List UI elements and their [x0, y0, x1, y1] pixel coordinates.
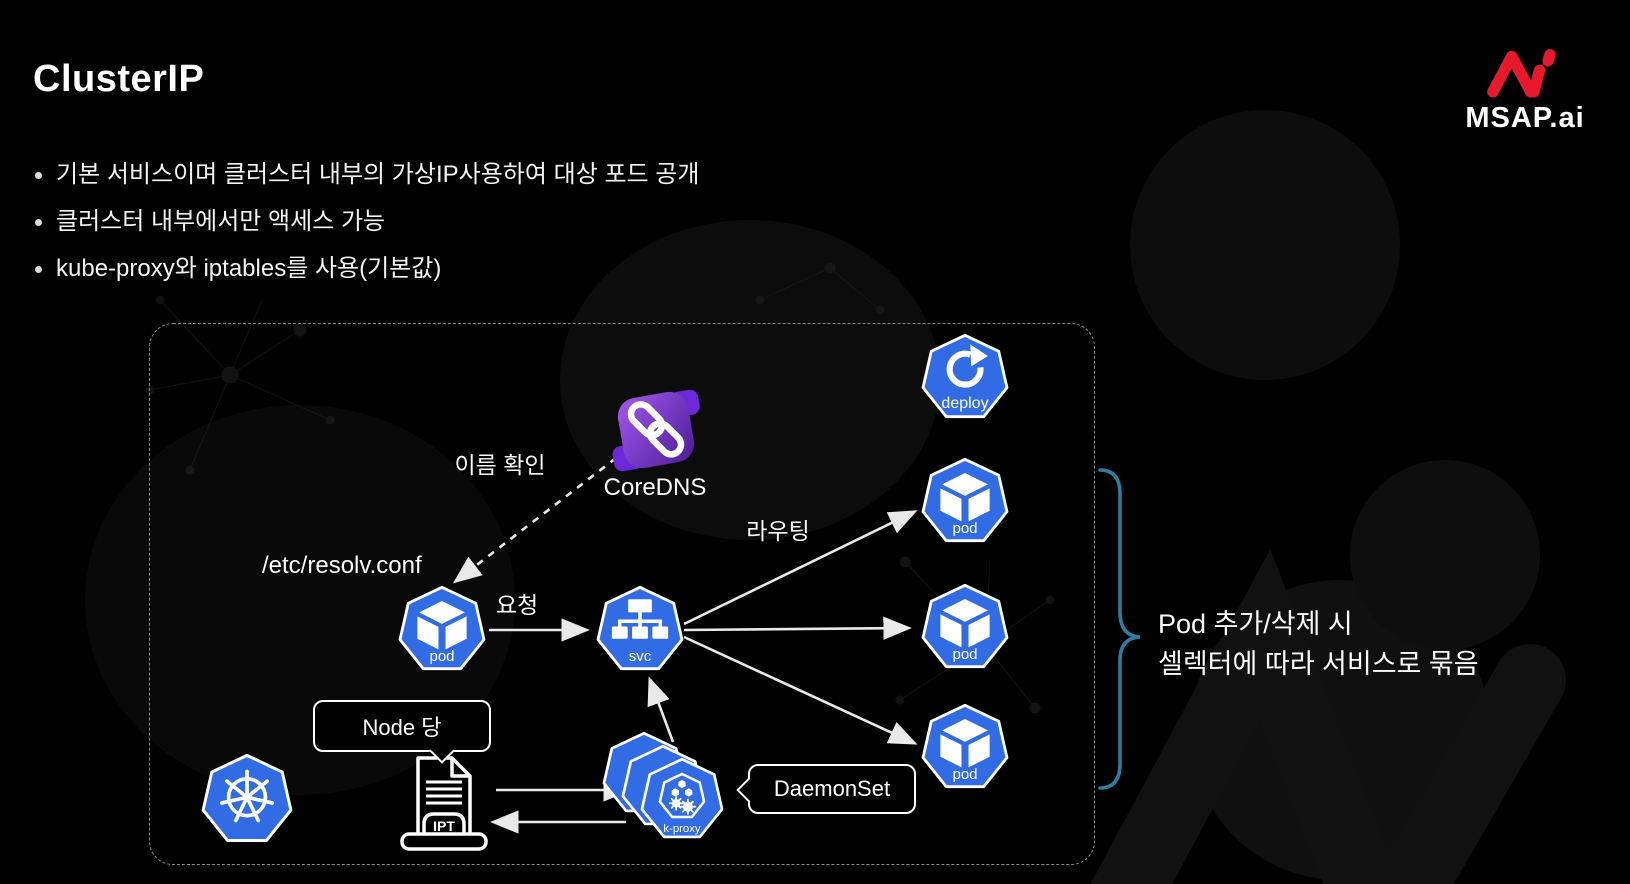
routing-label: 라우팅	[746, 518, 810, 544]
bullet-text: 클러스터 내부에서만 액세스 가능	[56, 208, 386, 235]
pod-label: pod	[952, 520, 978, 537]
kproxy-daemonset-stack: k-proxy	[602, 730, 732, 854]
resolv-conf-label: /etc/resolv.conf	[262, 552, 422, 579]
coredns-label: CoreDNS	[603, 474, 707, 501]
bullet-item: kube-proxy와 iptables를 사용(기본값)	[35, 254, 699, 284]
bullet-item: 클러스터 내부에서만 액세스 가능	[35, 207, 699, 237]
svc-label: svc	[628, 648, 652, 665]
bullet-item: 기본 서비스이며 클러스터 내부의 가상IP사용하여 대상 포드 공개	[35, 160, 699, 190]
pod-selector-annotation: Pod 추가/삭제 시 셀렉터에 따라 서비스로 묶음	[1158, 604, 1479, 684]
bullet-marker	[35, 219, 42, 226]
watermark-logo-shape	[1090, 549, 1566, 884]
coredns-icon	[612, 389, 700, 472]
deploy-label: deploy	[941, 395, 989, 412]
kproxy-label: k-proxy	[663, 823, 700, 835]
pod-node-client: pod	[398, 586, 486, 674]
daemonset-label: DaemonSet	[773, 776, 891, 801]
iptables-document-icon: IPT	[400, 756, 488, 851]
chain-link-icon	[627, 401, 685, 458]
request-label: 요청	[495, 592, 539, 618]
bullet-list: 기본 서비스이며 클러스터 내부의 가상IP사용하여 대상 포드 공개 클러스터…	[35, 160, 699, 301]
deploy-node: deploy	[921, 334, 1009, 422]
kubernetes-wheel-icon	[201, 754, 293, 846]
svc-icon	[596, 586, 684, 674]
iptables-node: IPT	[392, 752, 496, 852]
brand-name: MSAP.ai	[1465, 102, 1585, 134]
pod-node-2: pod	[921, 584, 1009, 672]
daemonset-bubble: DaemonSet	[736, 764, 916, 814]
pod-node-3: pod	[921, 704, 1009, 792]
kubernetes-node	[201, 754, 293, 846]
node-per-label: Node 당	[362, 715, 442, 740]
pod-label: pod	[952, 766, 978, 783]
kproxy-icon-front: k-proxy	[640, 758, 724, 842]
pod-label: pod	[429, 648, 455, 665]
annotation-line-2: 셀렉터에 따라 서비스로 묶음	[1158, 649, 1479, 679]
brand-logo-icon	[1487, 49, 1556, 98]
page-title: ClusterIP	[33, 58, 205, 100]
brand-logo: MSAP.ai	[1430, 42, 1620, 135]
constellation-top	[755, 262, 885, 315]
svc-node: svc	[596, 586, 684, 674]
name-check-label: 이름 확인	[454, 452, 546, 478]
pod-label: pod	[952, 646, 978, 663]
deploy-icon	[921, 334, 1009, 422]
bullet-text: kube-proxy와 iptables를 사용(기본값)	[56, 255, 442, 282]
node-per-bubble: Node 당	[313, 700, 491, 764]
diagram-panel	[149, 323, 1095, 865]
annotation-line-1: Pod 추가/삭제 시	[1158, 609, 1353, 639]
bullet-text: 기본 서비스이며 클러스터 내부의 가상IP사용하여 대상 포드 공개	[56, 161, 700, 188]
bullet-marker	[35, 266, 42, 273]
constellation-topleft	[145, 295, 335, 475]
bullet-marker	[35, 172, 42, 179]
pod-node-1: pod	[921, 458, 1009, 546]
coredns-node	[600, 374, 712, 486]
ipt-label: IPT	[433, 818, 455, 834]
